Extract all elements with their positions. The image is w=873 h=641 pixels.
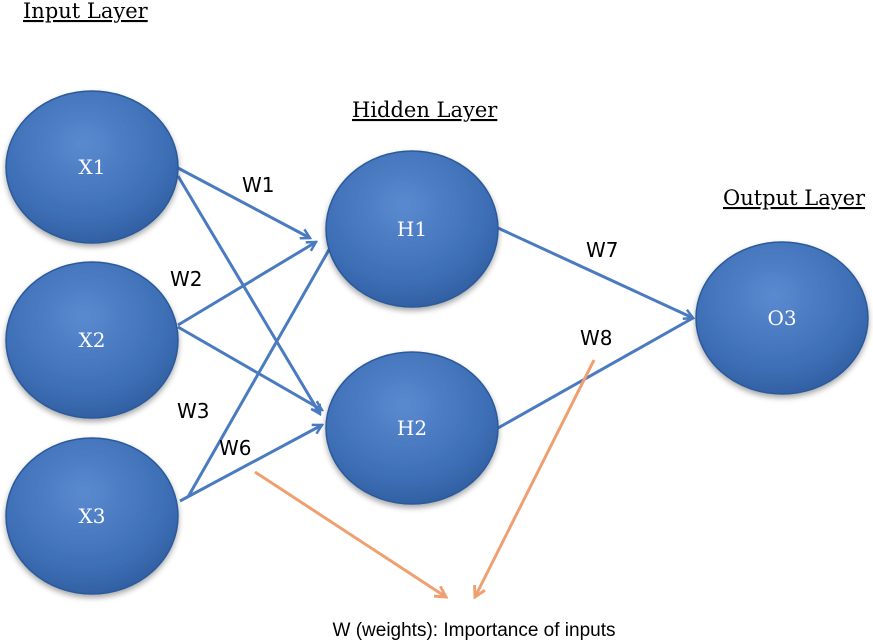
hidden-layer-title: Hidden Layer xyxy=(352,98,498,122)
edge-x1-h1 xyxy=(177,166,310,238)
weight-label-w2: W2 xyxy=(170,267,203,291)
node-label-h1: H1 xyxy=(397,217,427,241)
node-label-x3: X3 xyxy=(79,504,106,528)
weight-label-w3: W3 xyxy=(177,399,210,423)
node-label-x1: X1 xyxy=(79,155,106,179)
node-o3: O3 xyxy=(695,241,869,395)
edge-x3-h1 xyxy=(186,247,332,498)
annotation-arrow-from-w8 xyxy=(475,359,596,597)
edge-h2-o3 xyxy=(497,316,694,430)
node-label-h2: H2 xyxy=(397,416,427,440)
annotation-arrow-from-w6 xyxy=(254,470,446,597)
edge-h1-o3 xyxy=(497,226,693,318)
node-h2: H2 xyxy=(325,351,499,505)
weight-label-w6: W6 xyxy=(219,436,252,460)
edge-x1-h2 xyxy=(176,175,320,414)
edges xyxy=(176,166,694,503)
annotation-arrows xyxy=(254,359,596,597)
weight-label-w7: W7 xyxy=(586,238,619,262)
node-label-x2: X2 xyxy=(79,328,106,352)
edge-x3-h2 xyxy=(179,425,322,503)
edge-x2-h1 xyxy=(177,242,316,327)
node-h1: H1 xyxy=(325,150,499,308)
node-x1: X1 xyxy=(5,90,179,244)
weight-label-w1: W1 xyxy=(242,173,275,197)
input-layer-title: Input Layer xyxy=(23,0,149,23)
node-label-o3: O3 xyxy=(767,306,796,330)
node-x3: X3 xyxy=(5,437,179,595)
weight-label-w8: W8 xyxy=(580,326,613,350)
edge-x2-h2 xyxy=(177,325,322,412)
weights-caption: W (weights): Importance of inputs xyxy=(333,620,616,641)
node-x2: X2 xyxy=(5,261,179,419)
output-layer-title: Output Layer xyxy=(723,186,866,210)
